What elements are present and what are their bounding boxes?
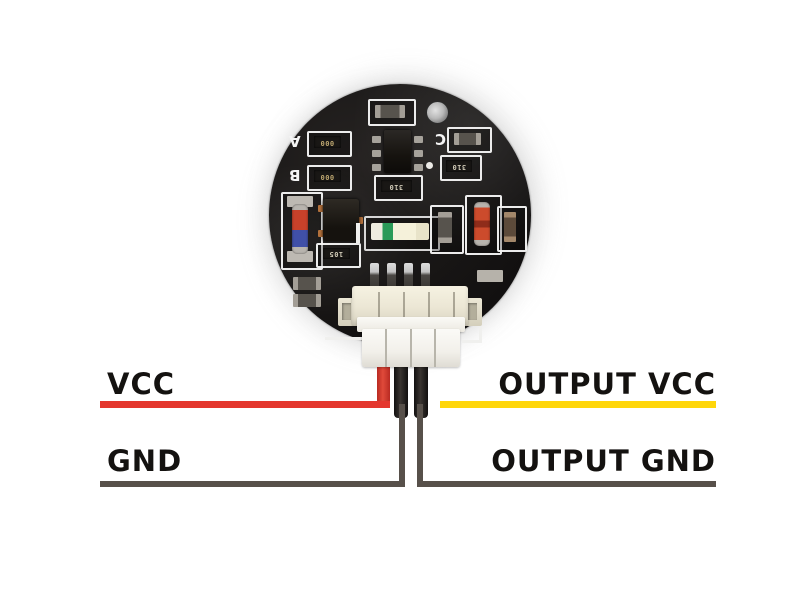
resistor-marking: 000 (320, 172, 335, 181)
resistor-marking: 105 (329, 250, 344, 258)
transistor-leg (355, 217, 363, 224)
diode-right (465, 195, 502, 255)
ic-chip (384, 130, 411, 173)
transistor (323, 199, 359, 241)
gnd-label: GND (107, 444, 183, 478)
ic-pad (414, 164, 423, 171)
wire-output-gnd-black (414, 352, 428, 418)
capacitor-bottom-left (293, 277, 321, 290)
capacitor-bottom-left (293, 294, 321, 307)
transistor-leg (318, 205, 326, 212)
vcc-label: VCC (107, 367, 176, 401)
connector-pin (387, 263, 396, 295)
diode-left (281, 192, 323, 270)
capacitor-far-right (497, 206, 527, 252)
ic-pad (372, 150, 381, 157)
gnd-wire-vertical (399, 404, 405, 487)
resistor-bottom: 105 (316, 243, 361, 268)
ic-pad (372, 136, 381, 143)
silkscreen-letter-b: B (289, 166, 301, 184)
ic-pad (372, 164, 381, 171)
pcb-board: 310 A 000 B 000 C 310 (269, 84, 531, 346)
output-vcc-label: OUTPUT VCC (498, 367, 716, 401)
output-gnd-line (417, 481, 716, 487)
capacitor-mid-right (430, 205, 464, 254)
gnd-line (100, 481, 405, 487)
capacitor-c (447, 127, 492, 153)
resistor-right: 310 (440, 155, 482, 181)
resistor-center: 310 (374, 175, 423, 201)
connector-pin (370, 263, 379, 295)
resistor-marking: 310 (389, 182, 404, 191)
connector-plug-collar (357, 317, 465, 332)
silkscreen-line (479, 327, 482, 343)
solder-pad (477, 270, 503, 282)
connector-pin (421, 263, 430, 295)
output-gnd-label: OUTPUT GND (491, 444, 716, 478)
ic-pad (414, 136, 423, 143)
mounting-hole (426, 101, 449, 124)
transistor-leg (318, 230, 326, 237)
silkscreen-letter-a: A (289, 132, 301, 150)
wire-gnd-black (394, 352, 408, 418)
connector-plug (362, 329, 460, 367)
output-vcc-line (440, 401, 716, 408)
resistor-marking: 000 (320, 138, 335, 147)
vcc-line (100, 401, 390, 408)
silkscreen-line (462, 340, 482, 343)
resistor-b: 000 (307, 165, 352, 191)
silkscreen-dot (426, 162, 433, 169)
connector-pin (404, 263, 413, 295)
output-gnd-wire-vertical (417, 404, 423, 487)
ic-pad (414, 150, 423, 157)
capacitor-top (368, 99, 416, 126)
resistor-marking: 310 (451, 162, 467, 171)
silkscreen-letter-c: C (435, 130, 447, 148)
silkscreen-line (325, 337, 367, 340)
led (364, 216, 440, 251)
connector-wing-right (464, 298, 482, 326)
connector-wing-left (338, 298, 356, 326)
resistor-a: 000 (307, 131, 352, 157)
silkscreen-bar (356, 223, 360, 243)
